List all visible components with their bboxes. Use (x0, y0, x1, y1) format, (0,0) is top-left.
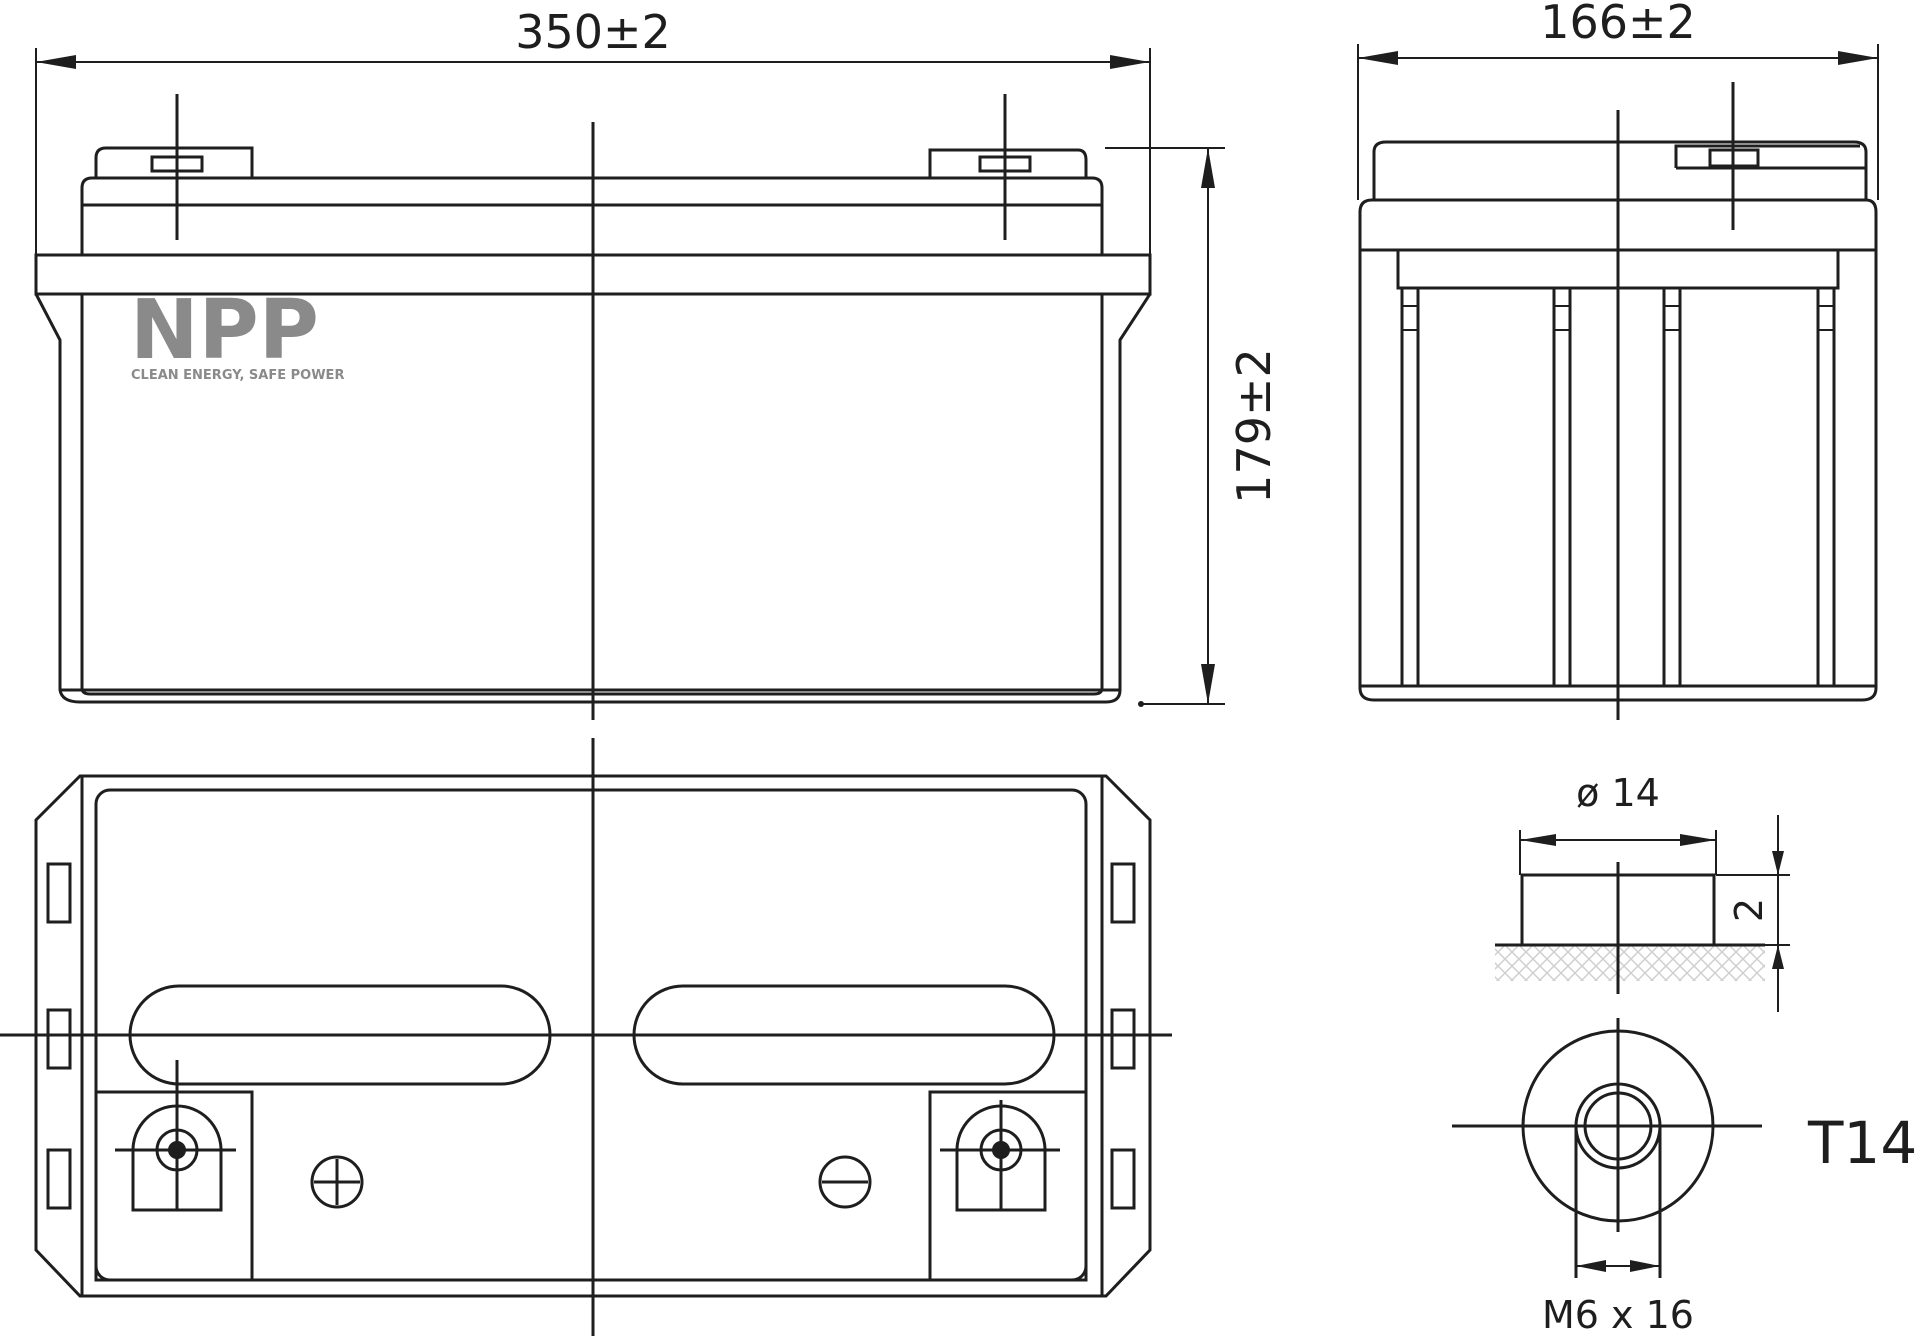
terminal-diameter-dimension: ø 14 (1519, 771, 1717, 875)
logo-brand: NPP (130, 283, 319, 378)
terminal-height-label: 2 (1727, 898, 1771, 922)
height-dimension: 179±2 (1105, 147, 1281, 707)
bolt-dimension: M6 x 16 (1542, 1260, 1694, 1336)
terminal-diameter-label: ø 14 (1576, 771, 1660, 815)
negative-terminal-icon (818, 1155, 872, 1209)
width-label: 166±2 (1540, 0, 1696, 49)
side-view: 166±2 (1357, 0, 1879, 720)
width-dimension: 166±2 (1357, 0, 1879, 200)
bolt-label: M6 x 16 (1542, 1293, 1694, 1336)
height-label: 179±2 (1227, 348, 1281, 504)
length-dimension: 350±2 (35, 5, 1151, 295)
logo-tagline: CLEAN ENERGY, SAFE POWER (131, 368, 344, 383)
length-label: 350±2 (515, 5, 671, 59)
terminal-type-label: T14 (1807, 1109, 1917, 1177)
terminal-detail: ø 14 2 M6 x 16 T14 (1452, 771, 1917, 1336)
top-view (0, 738, 1172, 1336)
front-view: 350±2 NPP CLEAN ENERGY, SAFE POWER (34, 5, 1281, 720)
positive-terminal-icon (310, 1155, 364, 1209)
terminal-height-dimension: 2 (1716, 815, 1790, 1012)
